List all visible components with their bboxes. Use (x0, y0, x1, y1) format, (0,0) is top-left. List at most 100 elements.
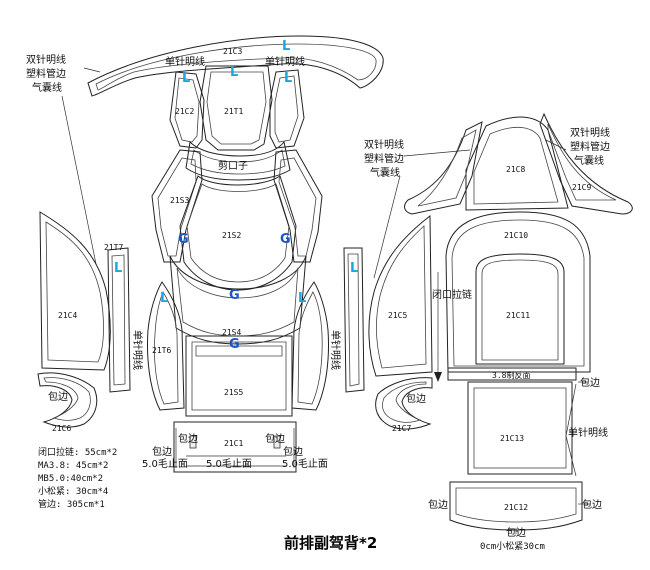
piece-label-21c8: 21C8 (506, 165, 525, 174)
airbag-seam-label-right: 气囊线 (574, 154, 604, 167)
piece-label-21c12: 21C12 (504, 503, 528, 512)
piece-21c4: 21C4 (39, 211, 111, 371)
piece-21s4: 21S4 (169, 255, 307, 345)
piece-mesh-band: 3.8制反面 (447, 367, 577, 381)
mark-l: L (182, 71, 190, 86)
mark-g: G (229, 288, 240, 303)
v-single-stitch-left: 单针明线 (131, 330, 144, 370)
plastic-edge-label-right: 塑料管边 (570, 140, 610, 153)
piece-21c11: 21C11 (475, 253, 565, 365)
vertical-single-stitch-right: 单针明线 (329, 330, 342, 370)
binding-c7-label: 包边 (406, 392, 426, 405)
mesh-turn-label: 3.8制反面 (492, 370, 530, 380)
single-stitch-label-c13: 单针明线 (568, 426, 608, 439)
piece-label-21c7: 21C7 (392, 424, 411, 433)
binding-c6-label: 包边 (48, 390, 68, 403)
binding-right-label: 包边 (265, 432, 285, 445)
annotation-left-top: 双针明线 塑料管边 气囊线 (26, 53, 66, 94)
page-title: 前排副驾背*2 (284, 534, 377, 552)
double-stitch-label-mid: 双针明线 (364, 138, 404, 151)
annotation-right-mid: 双针明线 塑料管边 气囊线 (364, 138, 404, 179)
mark-l: L (298, 291, 306, 306)
v-single-stitch-right: 单针明线 (329, 330, 342, 370)
piece-21t6: 21T6 (147, 281, 185, 411)
mark-l: L (230, 65, 238, 80)
piece-label-21s3: 21S3 (170, 196, 189, 205)
note-line: MA3.8: 45cm*2 (38, 461, 108, 471)
plastic-edge-label-left: 塑料管边 (26, 67, 66, 80)
airbag-seam-label-left: 气囊线 (32, 81, 62, 94)
binding-right-label-2: 包边 (283, 445, 303, 458)
piece-label-21c10: 21C10 (504, 231, 528, 240)
binding-label-c13: 包边 (580, 376, 600, 389)
piece-label-21c6: 21C6 (52, 424, 71, 433)
note-line: 小松紧: 30cm*4 (38, 485, 108, 497)
double-stitch-label-right: 双针明线 (570, 126, 610, 139)
double-stitch-label-left: 双针明线 (26, 53, 66, 66)
piece-21t7: 21T7 (104, 243, 131, 393)
ruler-right: 5.0毛止面 (282, 458, 328, 470)
zipper-annotation: 闭口拉链 (432, 272, 472, 382)
piece-21c3: 21C3 (87, 35, 384, 97)
single-stitch-label-left: 单针明线 (165, 55, 205, 68)
piece-21c9: 21C9 (539, 112, 633, 215)
piece-label-21s2: 21S2 (222, 231, 241, 240)
binding-label-c12-bottom: 包边 (506, 526, 526, 539)
note-line: 管边: 305cm*1 (38, 498, 105, 510)
piece-label-21t7: 21T7 (104, 243, 123, 252)
piece-label-21t6: 21T6 (152, 346, 171, 355)
piece-label-21s4: 21S4 (222, 328, 241, 337)
mark-l: L (284, 71, 292, 86)
piece-21c7: 21C7 包边 (375, 377, 433, 433)
mark-l: L (350, 261, 358, 276)
mark-g: G (280, 232, 291, 247)
binding-label-c12-left: 包边 (428, 498, 448, 511)
piece-21t6-mirror (291, 281, 329, 411)
piece-21t7-mirror (343, 247, 365, 393)
ruler-left: 5.0毛止面 (142, 458, 188, 470)
piece-21c13: 21C13 (467, 381, 573, 475)
piece-21c2: 21C2 (169, 71, 205, 149)
piece-label-21c13: 21C13 (500, 434, 524, 443)
piece-21s5: 21S5 (185, 335, 293, 417)
ruler-center: 5.0毛止面 (206, 458, 252, 470)
piece-label-21c4: 21C4 (58, 311, 77, 320)
piece-label-21c1: 21C1 (224, 439, 243, 448)
vertical-single-stitch-left: 单针明线 (131, 330, 144, 370)
piece-label-21c5: 21C5 (388, 311, 407, 320)
annotation-right-top: 双针明线 塑料管边 气囊线 (570, 126, 610, 167)
closing-zip-label: 闭口拉链 (432, 288, 472, 301)
piece-label-21c2: 21C2 (175, 107, 194, 116)
piece-label-21s5: 21S5 (224, 388, 243, 397)
piece-21c8: 21C8 (465, 116, 569, 211)
leader-lines (61, 67, 590, 534)
mark-g: G (229, 337, 240, 352)
piece-21s2: 21S2 (179, 175, 297, 291)
plastic-edge-label-mid: 塑料管边 (364, 152, 404, 165)
notes-block: 闭口拉链: 55cm*2 MA3.8: 45cm*2 MB5.0:40cm*2 … (38, 446, 117, 510)
piece-21s3: 21S3 (151, 149, 203, 263)
airbag-seam-label-mid: 气囊线 (370, 166, 400, 179)
note-line: MB5.0:40cm*2 (38, 474, 103, 484)
single-stitch-label-right: 单针明线 (265, 55, 305, 68)
mark-g: G (178, 232, 189, 247)
piece-label-21c9: 21C9 (572, 183, 591, 192)
mark-l: L (114, 261, 122, 276)
piece-21c6: 21C6 包边 (37, 372, 98, 433)
piece-21c10: 21C10 (445, 211, 591, 373)
piece-label-21t1: 21T1 (224, 107, 243, 116)
piece-21c5: 21C5 (368, 214, 433, 377)
bottom-note: 0cm小松紧30cm (480, 540, 545, 552)
binding-left-label-2: 包边 (152, 445, 172, 458)
piece-21c8-wing-left (404, 121, 483, 215)
stitch-marks: L L L L L L L L G G G G (114, 39, 358, 352)
mark-l: L (282, 39, 290, 54)
piece-21t1: 21T1 (199, 65, 273, 151)
piece-label-21c3: 21C3 (223, 47, 242, 56)
cut-notch-label: 剪口子 (218, 159, 248, 172)
mark-l: L (160, 291, 168, 306)
piece-label-21c11: 21C11 (506, 311, 530, 320)
piece-21c12: 21C12 (449, 481, 583, 531)
note-line: 闭口拉链: 55cm*2 (38, 446, 117, 458)
